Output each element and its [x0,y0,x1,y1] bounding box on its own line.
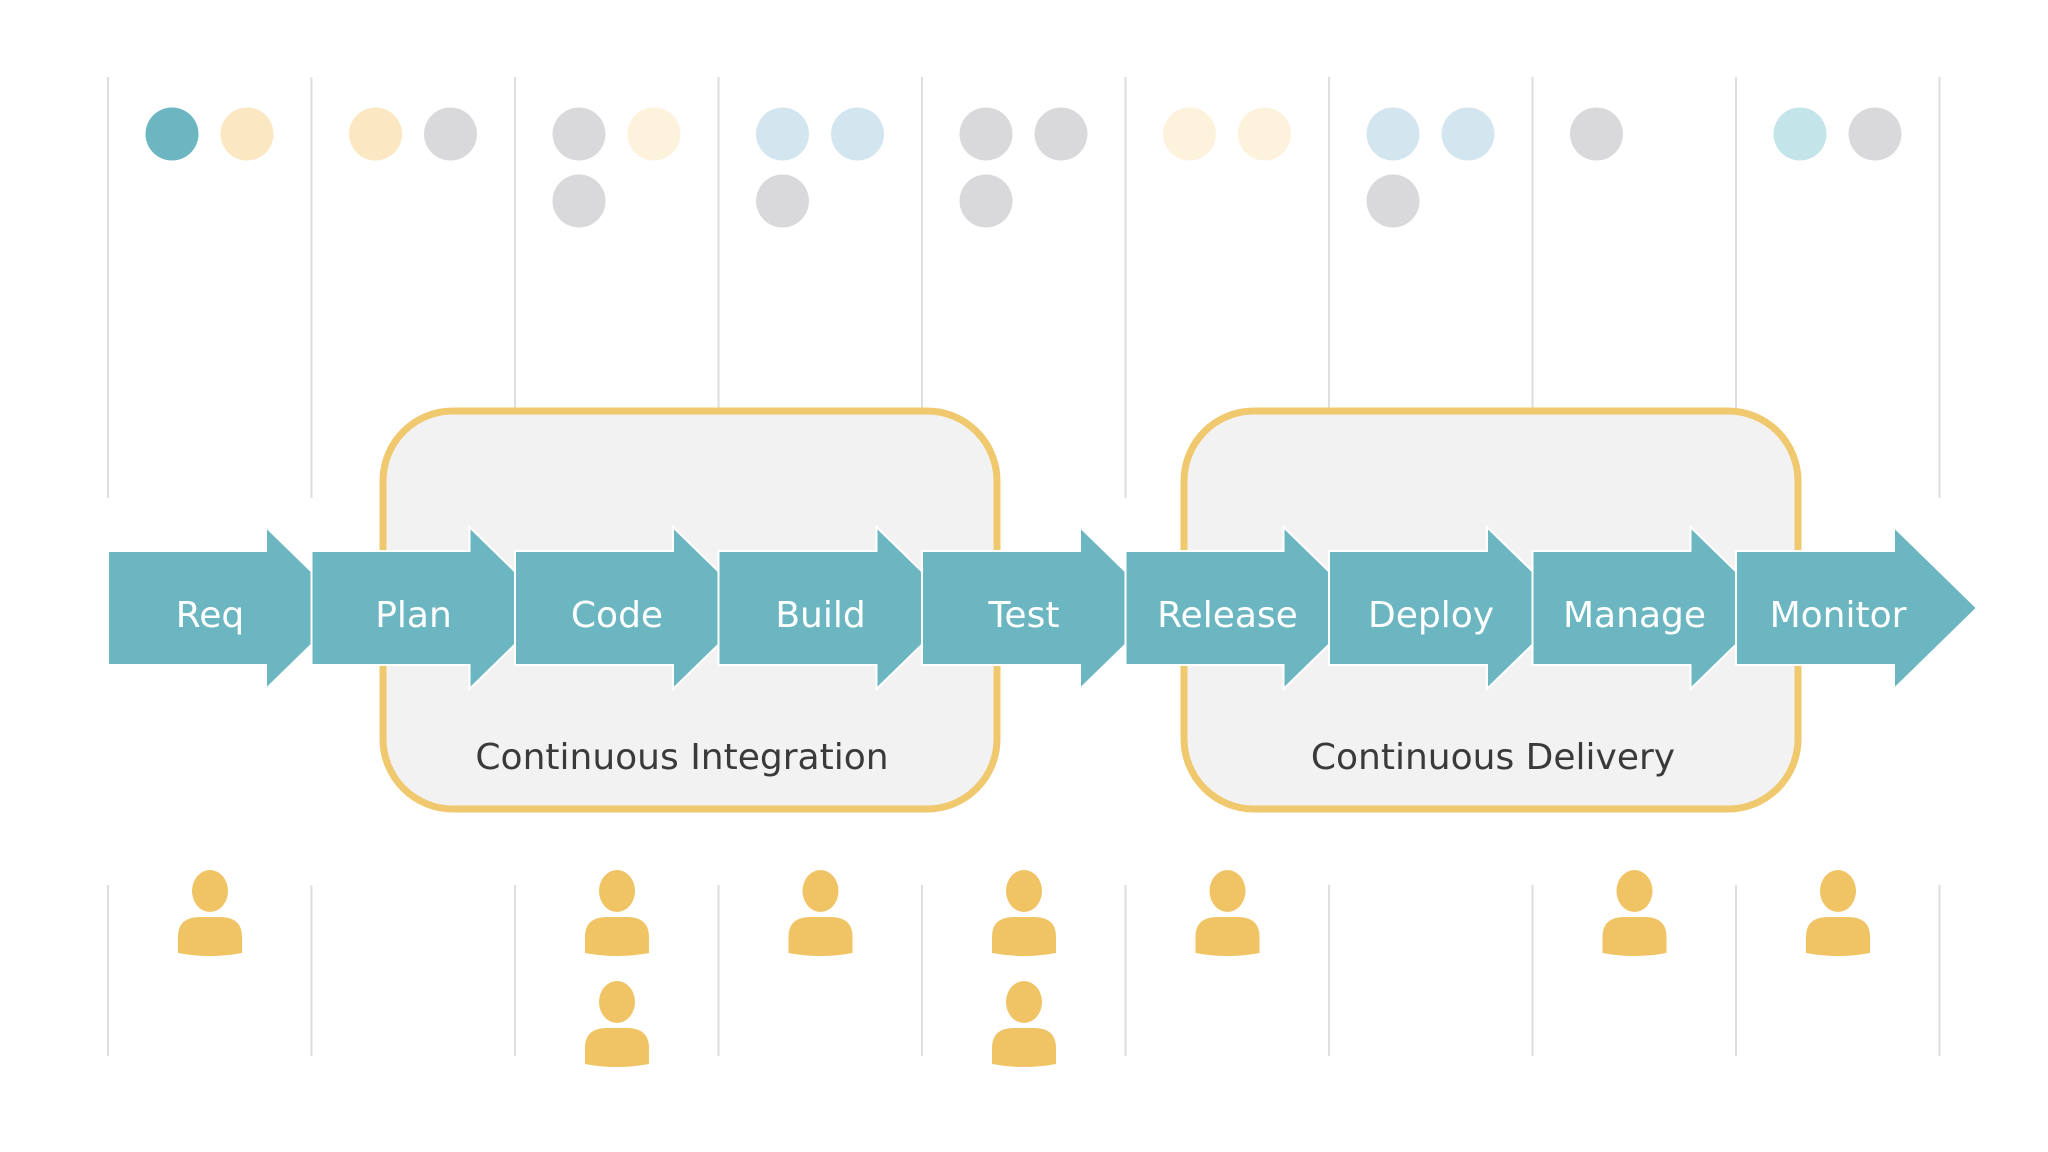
stage-arrow-test [921,524,1165,692]
stage-arrow-manage [1531,524,1775,692]
status-dot-build-1 [831,107,884,161]
person-icon [1195,870,1260,956]
status-dot-monitor-1 [1848,107,1902,161]
person-icon [1602,870,1667,956]
status-dot-code-0 [552,107,606,161]
status-dot-release-0 [1163,107,1216,161]
status-dot-plan-1 [424,107,477,161]
status-dot-plan-0 [349,107,402,161]
person-icon [585,870,649,956]
status-dot-code-2 [552,174,606,228]
status-dot-monitor-0 [1773,107,1827,161]
stage-arrow-deploy [1328,524,1572,692]
stage-arrow-plan [310,524,554,692]
stage-arrow-build [717,524,961,692]
stage-label-req: Req [176,595,244,636]
stage-arrow-release [1124,524,1368,692]
status-dot-release-1 [1238,107,1291,161]
stage-arrow-req [107,524,351,692]
person-icon [585,981,649,1067]
stage-arrows: Req Plan Code Build Test Release Deploy Manage M… [107,524,1979,692]
person-icon [788,870,853,956]
person-icon [992,981,1056,1067]
status-dot-deploy-1 [1441,107,1495,161]
stage-label-build: Build [775,595,865,636]
stage-label-deploy: Deploy [1368,595,1494,636]
status-dot-req-0 [145,107,199,161]
stage-label-manage: Manage [1563,595,1706,636]
group-label-continuous-delivery: Continuous Delivery [1311,737,1675,778]
status-dot-deploy-2 [1366,174,1420,228]
group-label-continuous-integration: Continuous Integration [475,737,888,778]
stage-arrow-monitor [1735,524,1979,692]
status-dot-manage-0 [1570,107,1623,161]
status-dot-test-0 [959,107,1013,161]
status-dot-build-0 [756,107,809,161]
group-labels: Continuous Integration Continuous Delive… [475,737,1675,778]
stage-label-plan: Plan [375,595,452,636]
status-dot-deploy-0 [1366,107,1420,161]
stage-label-test: Test [988,595,1060,636]
status-dot-test-1 [1034,107,1088,161]
person-icon [1806,870,1870,956]
status-dots [145,107,1902,228]
status-dot-test-2 [959,174,1013,228]
people-icons [178,870,1870,1067]
stage-label-code: Code [571,595,663,636]
stage-arrow-code [514,524,758,692]
status-dot-build-2 [756,174,809,228]
stage-label-release: Release [1157,595,1298,636]
stage-label-monitor: Monitor [1770,595,1907,636]
status-dot-req-1 [220,107,274,161]
person-icon [178,870,242,956]
status-dot-code-1 [627,107,681,161]
person-icon [992,870,1056,956]
